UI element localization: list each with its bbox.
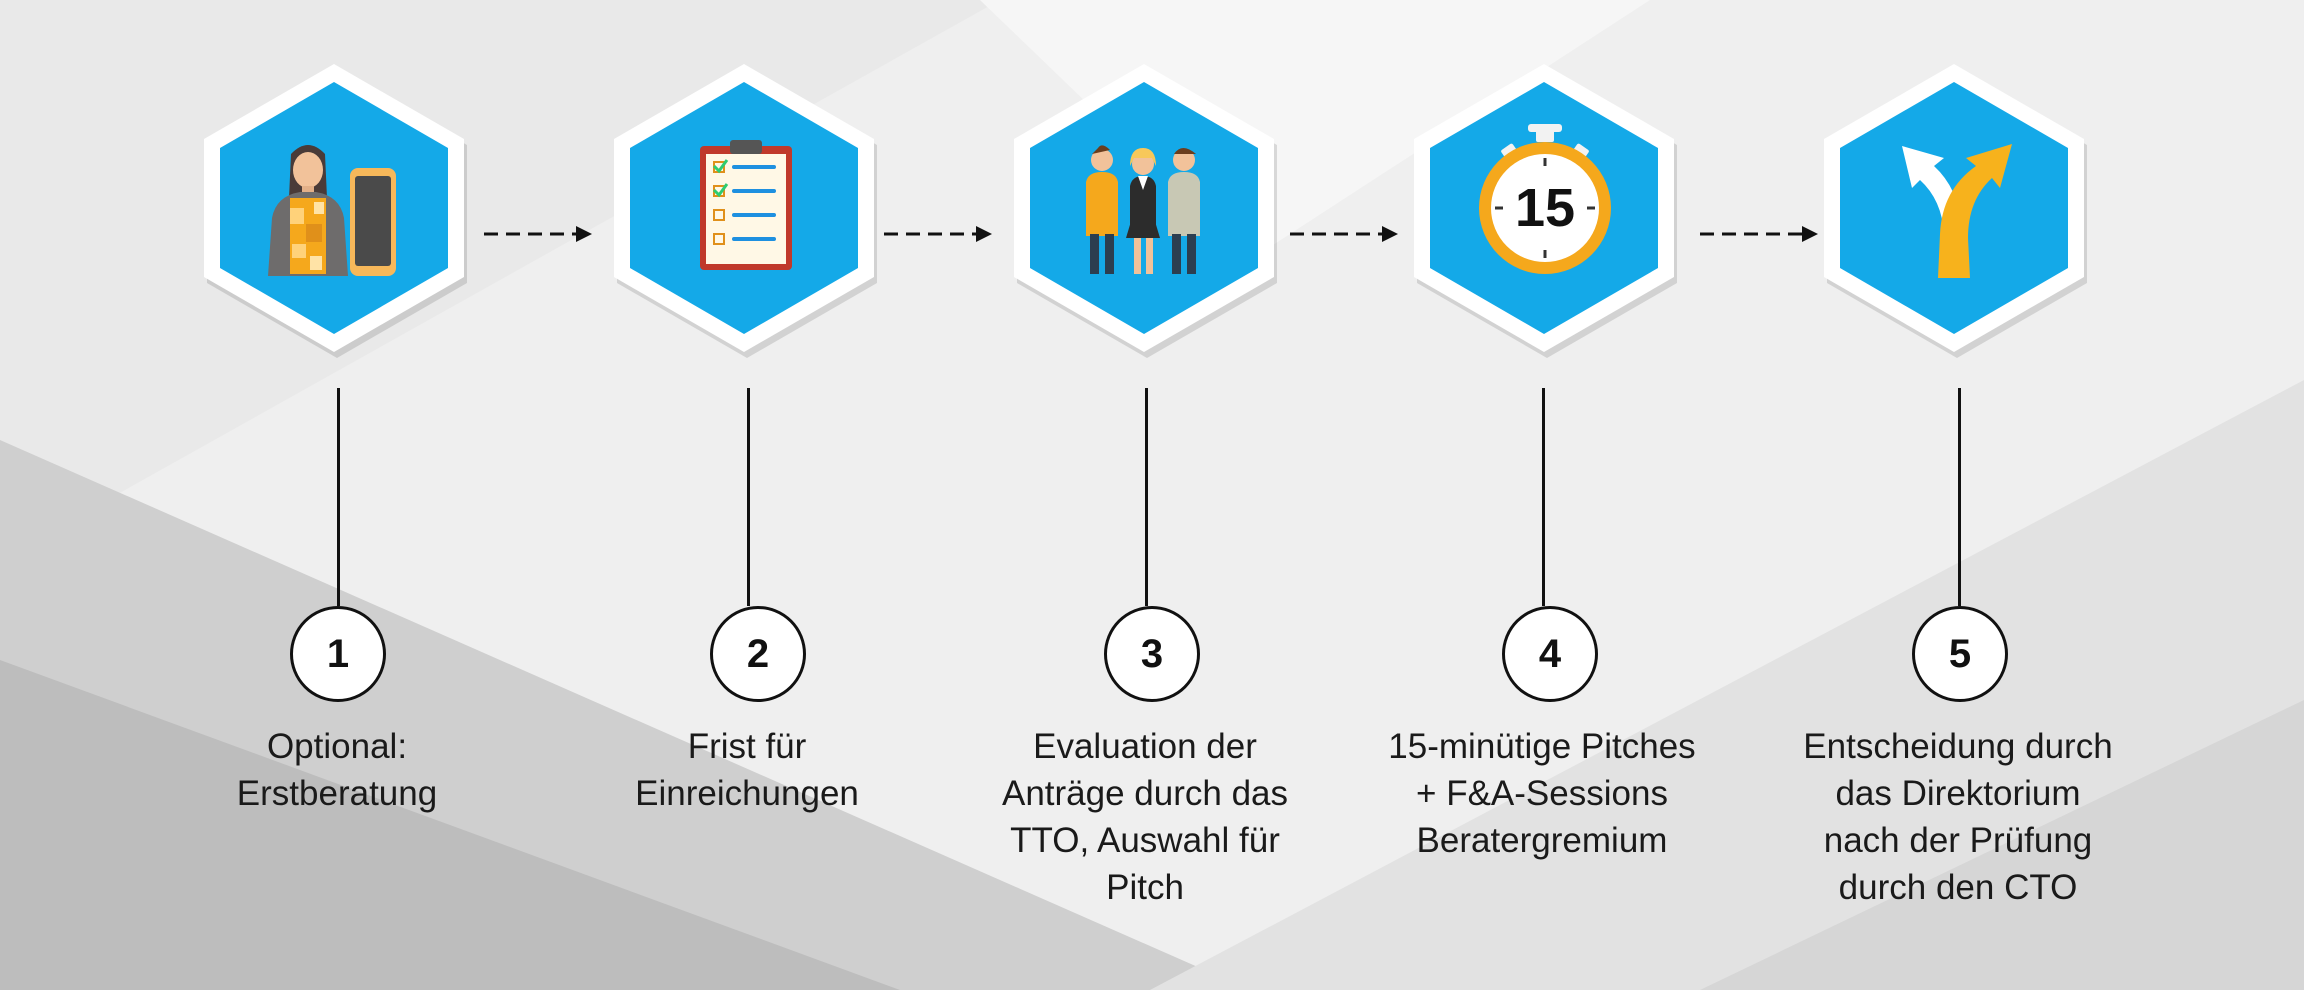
step-5-label-line: das Direktorium [1835,774,2081,813]
step-5-label-line: Entscheidung durch [1803,727,2113,766]
decision-fork-arrows-icon [1902,144,2012,278]
step-1-label-line: Optional: [266,727,408,766]
step-2-label-line: Einreichungen [635,774,859,813]
step-4-label-line: Beratergremium [1416,821,1668,860]
step-5-hexagon [1816,58,2092,358]
step-2-connector-line [747,388,750,606]
step-4-label: 15-minütige Pitches + F&A-Sessions Berat… [1342,723,1742,864]
step-2-label-line: Frist für [687,727,807,766]
step-4-connector-line [1542,388,1545,606]
step-5-number: 5 [1912,606,2008,702]
team-people-icon [1086,145,1200,274]
step-2-hexagon [606,58,882,358]
timer-text: 15 [1515,178,1575,238]
connector-arrow-1-2 [484,226,592,242]
step-5-label-line: nach der Prüfung [1823,821,2093,860]
step-5-label-line: durch den CTO [1838,868,2078,907]
connector-arrow-4-5 [1700,226,1818,242]
step-1-label-line: Erstberatung [236,774,438,813]
step-3-label-line: Evaluation der [1033,727,1257,766]
step-2-number: 2 [710,606,806,702]
stopwatch-15-icon: 15 [1479,124,1611,274]
step-3-connector-line [1145,388,1148,606]
connector-arrow-2-3 [884,226,992,242]
step-1-hexagon [196,58,472,358]
step-3-number: 3 [1104,606,1200,702]
connector-arrow-3-4 [1290,226,1398,242]
step-1-connector-line [337,388,340,606]
step-4-label-line: + F&A-Sessions [1416,774,1668,813]
step-4-label-line: 15-minütige Pitches [1388,727,1696,766]
step-2-label: Frist für Einreichungen [547,723,947,817]
step-4-hexagon: 15 [1406,58,1682,358]
step-3-label-line: Pitch [1106,868,1184,907]
step-3-label-line: Anträge durch das [1001,774,1288,813]
step-1-label: Optional: Erstberatung [137,723,537,817]
step-3-label-line: TTO, Auswahl für [1010,821,1280,860]
step-3-label: Evaluation der Anträge durch das TTO, Au… [945,723,1345,911]
step-1-number: 1 [290,606,386,702]
step-4-number: 4 [1502,606,1598,702]
step-3-hexagon [1006,58,1282,358]
consultation-person-phone-icon [268,145,396,276]
step-5-connector-line [1958,388,1961,606]
step-5-label: Entscheidung durch das Direktorium nach … [1758,723,2158,911]
checklist-clipboard-icon [700,140,792,270]
